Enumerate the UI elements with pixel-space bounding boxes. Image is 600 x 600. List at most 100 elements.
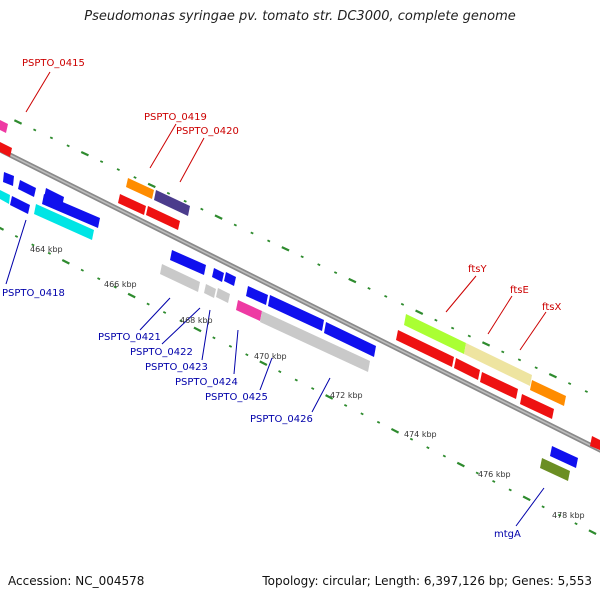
feature-block[interactable]	[530, 380, 566, 406]
feature-track	[0, 120, 600, 481]
gene-label[interactable]: PSPTO_0419	[144, 112, 207, 123]
minor-tick	[97, 277, 101, 281]
minor-tick	[133, 176, 137, 179]
map-title: Pseudomonas syringae pv. tomato str. DC3…	[84, 9, 516, 24]
minor-tick	[400, 302, 405, 306]
gene-label[interactable]: PSPTO_0418	[2, 288, 65, 299]
minor-tick	[360, 412, 364, 416]
feature-block[interactable]	[170, 250, 206, 275]
minor-tick	[434, 318, 438, 322]
gene-labels: PSPTO_0415 PSPTO_0419 PSPTO_0420 ftsY ft…	[2, 58, 561, 540]
feature-block[interactable]	[396, 330, 454, 367]
feature-block[interactable]	[10, 196, 30, 214]
minor-tick	[116, 168, 120, 171]
minor-tick	[311, 387, 315, 390]
gene-label[interactable]: PSPTO_0423	[145, 362, 208, 373]
major-tick	[281, 246, 290, 252]
minor-tick	[409, 437, 414, 441]
minor-tick	[66, 144, 70, 148]
feature-block[interactable]	[224, 272, 236, 286]
major-tick	[147, 182, 156, 189]
feature-block[interactable]	[260, 311, 370, 372]
feature-block[interactable]	[404, 314, 466, 354]
minor-tick	[300, 255, 304, 259]
scale-label: 476 kbp	[478, 470, 511, 479]
minor-tick	[517, 358, 522, 362]
major-tick	[259, 360, 268, 366]
minor-tick	[166, 191, 171, 195]
minor-tick	[442, 454, 447, 458]
minor-tick	[179, 319, 183, 323]
feature-block[interactable]	[236, 300, 262, 321]
gene-label[interactable]: PSPTO_0415	[22, 58, 85, 69]
minor-tick	[367, 287, 371, 290]
scale-labels: 464 kbp 466 kbp 468 kbp 470 kbp 472 kbp …	[30, 245, 585, 520]
major-tick	[127, 292, 136, 299]
genome-summary: Topology: circular; Length: 6,397,126 bp…	[262, 574, 592, 588]
gene-label[interactable]: mtgA	[494, 529, 521, 540]
feature-block[interactable]	[34, 204, 94, 240]
minor-tick	[233, 223, 237, 227]
feature-block[interactable]	[590, 436, 600, 450]
minor-tick	[450, 326, 455, 330]
feature-block[interactable]	[154, 190, 190, 216]
major-tick	[0, 226, 5, 231]
gene-label[interactable]: PSPTO_0420	[176, 126, 239, 137]
feature-block[interactable]	[540, 458, 570, 481]
gene-label[interactable]: PSPTO_0421	[98, 332, 161, 343]
major-tick	[522, 495, 531, 502]
gene-label[interactable]: PSPTO_0426	[250, 414, 313, 425]
major-tick	[456, 461, 465, 468]
minor-tick	[99, 160, 104, 164]
feature-block[interactable]	[204, 284, 216, 298]
feature-block[interactable]	[160, 264, 200, 292]
feature-block[interactable]	[42, 194, 100, 228]
gene-label[interactable]: ftsE	[510, 285, 529, 296]
feature-block[interactable]	[212, 268, 224, 282]
minor-tick	[228, 344, 233, 348]
feature-block[interactable]	[520, 394, 554, 419]
feature-block[interactable]	[324, 322, 376, 357]
feature-block[interactable]	[480, 372, 518, 399]
feature-block[interactable]	[3, 172, 14, 186]
major-tick	[325, 394, 334, 400]
minor-tick	[49, 136, 54, 140]
feature-block[interactable]	[0, 120, 8, 133]
feature-block[interactable]	[464, 343, 532, 386]
minor-tick	[534, 366, 538, 370]
major-tick	[588, 529, 597, 535]
minor-tick	[245, 353, 249, 357]
feature-block[interactable]	[118, 194, 146, 215]
major-tick	[13, 119, 23, 125]
feature-block[interactable]	[454, 358, 480, 380]
major-tick	[348, 277, 357, 284]
minor-tick	[557, 513, 562, 517]
accession-text: Accession: NC_004578	[8, 574, 145, 588]
minor-tick	[343, 403, 348, 407]
gene-label[interactable]: PSPTO_0422	[130, 347, 193, 358]
scale-label: 470 kbp	[254, 352, 287, 361]
minor-tick	[574, 522, 578, 526]
feature-block[interactable]	[246, 286, 268, 305]
minor-tick	[80, 268, 84, 272]
feature-block[interactable]	[0, 142, 12, 157]
gene-label[interactable]: PSPTO_0425	[205, 392, 268, 403]
minor-tick	[278, 370, 282, 374]
gene-label[interactable]: ftsY	[468, 264, 487, 275]
feature-block[interactable]	[216, 288, 230, 303]
minor-tick	[376, 420, 381, 424]
minor-tick	[475, 471, 479, 475]
feature-block[interactable]	[268, 295, 324, 331]
inner-tick-row	[0, 226, 597, 535]
feature-block[interactable]	[18, 180, 36, 197]
minor-tick	[212, 336, 216, 340]
gene-label[interactable]: PSPTO_0424	[175, 377, 238, 388]
feature-block[interactable]	[126, 178, 154, 199]
feature-block[interactable]	[550, 446, 578, 468]
gene-label[interactable]: ftsX	[542, 302, 561, 313]
minor-tick	[146, 302, 150, 306]
feature-block[interactable]	[146, 206, 180, 230]
feature-block[interactable]	[0, 190, 10, 204]
leader-lines	[5, 71, 547, 527]
